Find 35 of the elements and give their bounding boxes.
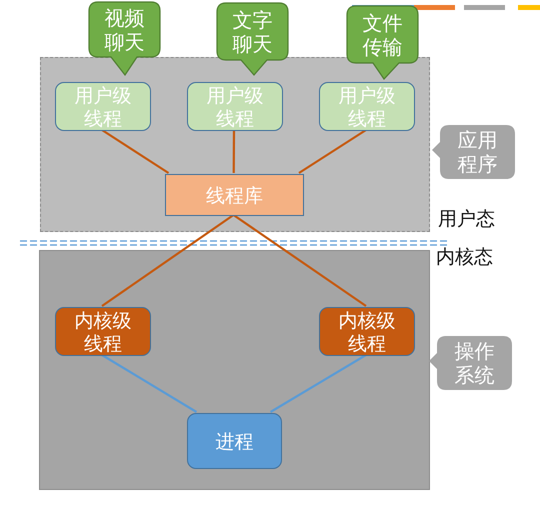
node-text: 用户级线程 (205, 84, 264, 130)
mode-label: 内核态 (436, 245, 493, 270)
node-text: 视频聊天 (104, 6, 146, 54)
speech-bubble (89, 2, 160, 75)
node-text: 文件传输 (362, 10, 404, 58)
node-text: 用户级线程 (337, 84, 396, 130)
thread-box (319, 307, 415, 356)
library-box (165, 174, 304, 216)
node-text: 内核级线程 (73, 310, 132, 356)
connector-line (298, 129, 367, 174)
region-panel (40, 57, 430, 232)
connector-line (101, 129, 170, 174)
speech-bubble (217, 3, 288, 75)
connector-line (101, 354, 198, 413)
speech-bubble (347, 6, 418, 79)
thread-box (319, 82, 415, 131)
node-text: 用户级线程 (73, 84, 132, 130)
thread-box (55, 82, 151, 131)
callout-bubble (432, 125, 515, 179)
node-text: 操作系统 (454, 339, 496, 387)
node-text: 应用程序 (456, 128, 498, 176)
node-text: 进程 (216, 430, 254, 454)
thread-box (55, 307, 151, 356)
connector-line (101, 214, 234, 307)
callout-bubble (429, 336, 512, 390)
process-box (187, 413, 282, 469)
node-text: 文字聊天 (232, 8, 274, 56)
connector-line (232, 214, 367, 307)
mode-label: 用户态 (438, 207, 495, 232)
thread-box (187, 82, 283, 131)
connector-line (270, 354, 367, 413)
region-panel (39, 250, 430, 490)
node-text: 线程库 (206, 184, 263, 208)
node-text: 内核级线程 (337, 310, 396, 356)
connector-line (232, 130, 236, 173)
